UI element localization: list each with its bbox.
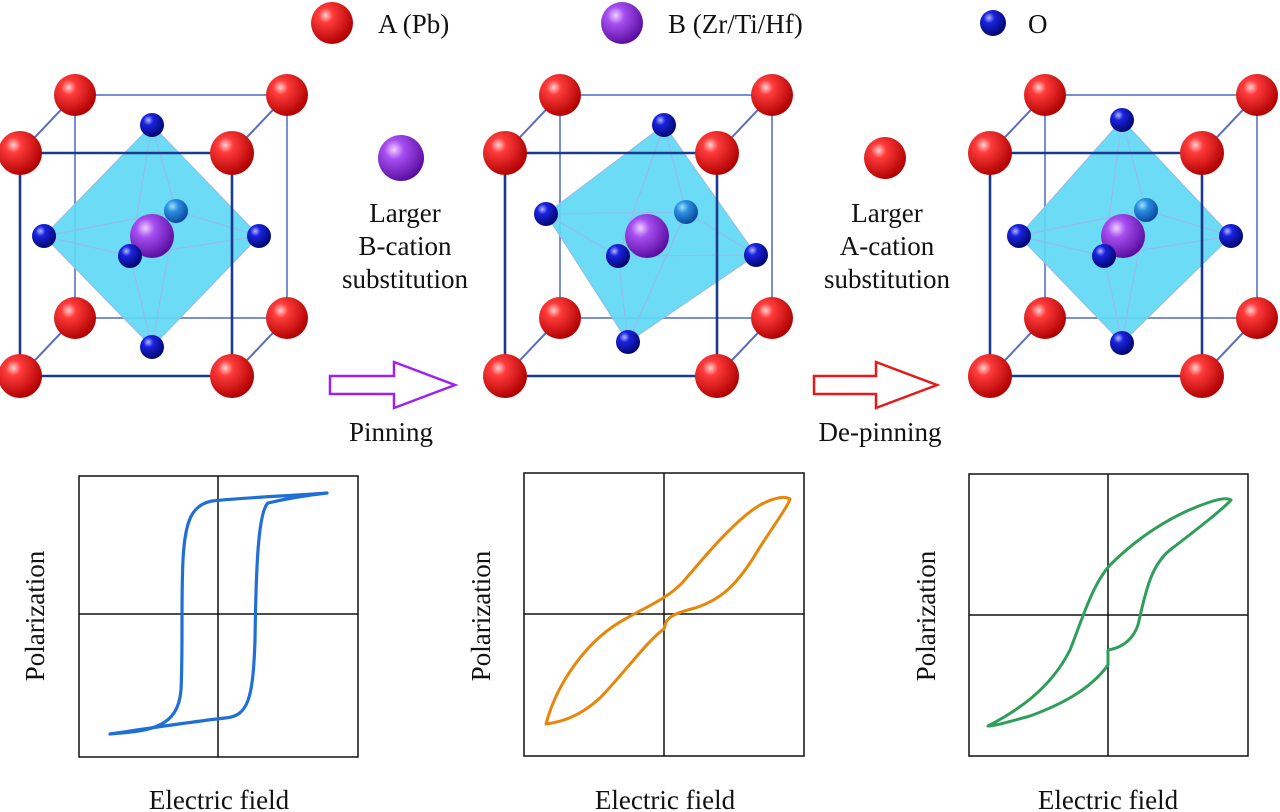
legend-b-label: B (Zr/Ti/Hf) bbox=[668, 9, 803, 39]
a-ion bbox=[483, 131, 527, 175]
octahedron-edge bbox=[1018, 235, 1105, 257]
octahedron-edge bbox=[129, 255, 153, 348]
a-ion bbox=[539, 74, 581, 116]
pinning-label: Pinning bbox=[349, 417, 433, 447]
step-depinning-line-3: substitution bbox=[824, 264, 951, 294]
octahedron-edge bbox=[663, 124, 687, 213]
a-ion bbox=[210, 354, 254, 398]
cell-front-edges bbox=[988, 151, 1204, 378]
step-pinning-line-3: substitution bbox=[342, 264, 469, 294]
b-ion-substitution-icon bbox=[378, 135, 424, 181]
legend-o-label: O bbox=[1028, 9, 1048, 39]
octahedron-edge bbox=[1145, 209, 1232, 237]
octahedron-edge bbox=[685, 211, 757, 256]
a-ion bbox=[0, 354, 42, 398]
octahedron-edge bbox=[617, 255, 629, 343]
a-ion bbox=[1024, 297, 1066, 339]
legend: A (Pb) B (Zr/Ti/Hf) O bbox=[311, 2, 1048, 44]
step-pinning-line-1: Larger bbox=[369, 198, 440, 228]
step-pinning: Larger B-cation substitution Pinning bbox=[328, 135, 469, 447]
a-ion bbox=[266, 297, 308, 339]
o-ion bbox=[1092, 244, 1116, 268]
o-ion bbox=[534, 202, 558, 226]
b-ion bbox=[625, 214, 669, 258]
a-ion bbox=[1024, 74, 1066, 116]
a-ion bbox=[968, 131, 1012, 175]
loop-xlabel: Electric field bbox=[595, 785, 736, 812]
step-depinning-line-2: A-cation bbox=[840, 231, 935, 261]
legend-a-ion-icon bbox=[311, 2, 353, 44]
unit-cell-pinned bbox=[483, 74, 793, 398]
o-ion bbox=[606, 244, 630, 268]
octahedron-edge bbox=[545, 213, 619, 257]
loop-panel-depinned: Polarization Electric field bbox=[911, 473, 1249, 812]
b-ion bbox=[1101, 214, 1145, 258]
o-ion-back bbox=[1134, 198, 1158, 222]
loop-panel-normal: Polarization Electric field bbox=[20, 475, 359, 812]
o-ion bbox=[140, 113, 164, 137]
o-ion-back bbox=[164, 199, 188, 223]
a-ion bbox=[54, 74, 96, 116]
o-ion bbox=[1219, 224, 1243, 248]
depinning-arrow-icon bbox=[812, 360, 941, 410]
loop-xlabel: Electric field bbox=[149, 785, 290, 812]
a-ion bbox=[210, 131, 254, 175]
a-ion bbox=[695, 354, 739, 398]
o-ion bbox=[1007, 224, 1031, 248]
a-ion-substitution-icon bbox=[864, 137, 906, 179]
o-ion bbox=[616, 330, 640, 354]
octahedron-edge bbox=[545, 211, 687, 215]
a-ion bbox=[1180, 354, 1224, 398]
o-ion bbox=[118, 244, 142, 268]
a-ion bbox=[266, 74, 308, 116]
o-ion bbox=[652, 113, 676, 137]
o-ion-back bbox=[674, 200, 698, 224]
o-ion bbox=[32, 224, 56, 248]
b-ion bbox=[130, 214, 174, 258]
hysteresis-loop-curve bbox=[544, 495, 792, 726]
loop-ylabel: Polarization bbox=[911, 550, 941, 681]
loop-xlabel: Electric field bbox=[1038, 785, 1179, 812]
hysteresis-loop-curve bbox=[986, 497, 1233, 728]
legend-o-ion-icon bbox=[980, 10, 1006, 36]
a-ion bbox=[751, 297, 793, 339]
cell-front-edges bbox=[503, 151, 719, 378]
hysteresis-loop-curve bbox=[108, 491, 329, 736]
o-ion bbox=[1110, 331, 1134, 355]
a-ion bbox=[751, 74, 793, 116]
a-ion bbox=[0, 131, 42, 175]
cell-front-edges bbox=[18, 151, 234, 378]
octahedron-edge bbox=[151, 124, 177, 212]
step-pinning-line-2: B-cation bbox=[359, 231, 452, 261]
step-depinning-line-1: Larger bbox=[851, 198, 922, 228]
a-ion bbox=[1236, 74, 1278, 116]
o-ion bbox=[140, 335, 164, 359]
a-ion bbox=[1180, 131, 1224, 175]
a-ion bbox=[1236, 297, 1278, 339]
loop-panel-pinned: Polarization Electric field bbox=[466, 472, 805, 812]
unit-cell-initial bbox=[0, 74, 308, 398]
step-depinning: Larger A-cation substitution De-pinning bbox=[812, 137, 951, 447]
octahedron-edge bbox=[1121, 119, 1147, 211]
o-ion bbox=[1110, 108, 1134, 132]
octahedron-edge bbox=[43, 235, 131, 257]
pinning-arrow-icon bbox=[328, 360, 459, 410]
o-ion bbox=[744, 243, 768, 267]
a-ion bbox=[968, 354, 1012, 398]
octahedron-edge bbox=[627, 211, 687, 343]
depinning-label: De-pinning bbox=[819, 417, 942, 447]
a-ion bbox=[695, 131, 739, 175]
legend-a-label: A (Pb) bbox=[378, 9, 449, 39]
a-ion bbox=[539, 297, 581, 339]
loop-ylabel: Polarization bbox=[20, 550, 50, 681]
a-ion bbox=[54, 297, 96, 339]
unit-cell-depinned bbox=[968, 74, 1278, 398]
a-ion bbox=[483, 354, 527, 398]
o-ion bbox=[247, 224, 271, 248]
octahedron-edge bbox=[175, 210, 260, 237]
legend-b-ion-icon bbox=[601, 2, 643, 44]
octahedron-edge bbox=[1103, 255, 1123, 344]
loop-ylabel: Polarization bbox=[466, 550, 496, 681]
